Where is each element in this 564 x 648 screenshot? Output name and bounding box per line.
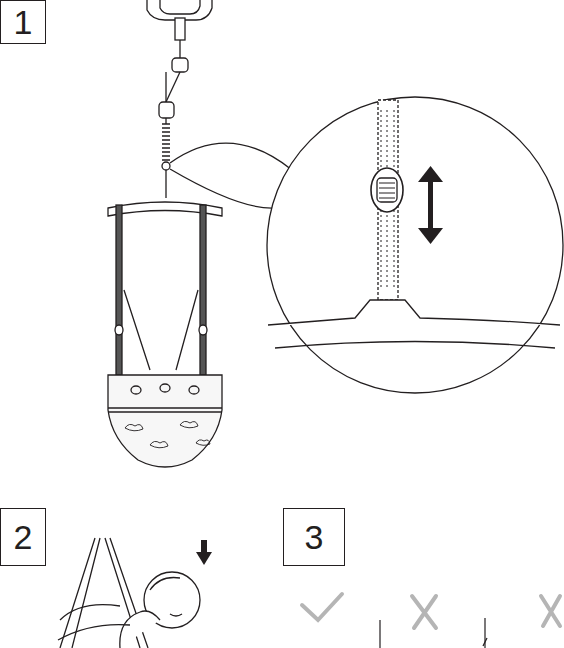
step-number-box: 3 — [283, 508, 345, 566]
callout-line — [170, 143, 292, 170]
seat-seam — [108, 411, 222, 412]
zoom-spot — [162, 162, 170, 170]
frame-plate-edge — [275, 342, 555, 349]
side-strap — [116, 205, 122, 375]
arrow-shaft — [428, 180, 433, 230]
strap — [165, 170, 166, 198]
step-number: 3 — [305, 520, 324, 554]
baby-shoulder — [120, 611, 160, 648]
step-number-box: 2 — [0, 508, 46, 566]
zoom-callout — [170, 97, 563, 393]
step3-marks — [302, 594, 560, 628]
link — [166, 72, 180, 102]
zoom-strap — [378, 100, 398, 300]
connector-oval — [159, 102, 174, 118]
buckle-bar — [377, 178, 397, 202]
clamp-buckle — [175, 18, 185, 40]
frame-plate — [268, 300, 560, 325]
strap-buckle — [199, 325, 207, 335]
check-mark — [302, 594, 342, 620]
baby-face — [150, 578, 182, 617]
spring — [162, 124, 170, 160]
step-number: 1 — [14, 5, 33, 39]
arrow-head — [418, 166, 443, 182]
top-strap — [179, 40, 180, 58]
arrow-head — [418, 228, 443, 244]
step-number-box: 1 — [0, 0, 46, 44]
zoom-circle — [267, 97, 563, 393]
double-arrow — [418, 166, 443, 244]
leg-hole — [131, 386, 141, 394]
cross-mark — [541, 596, 560, 626]
seat-seam — [108, 407, 222, 408]
jumper-overview — [108, 0, 222, 467]
connector-oval — [172, 58, 188, 72]
adjuster-buckle — [371, 168, 403, 212]
harness-edge — [58, 605, 130, 640]
side-strap — [200, 205, 206, 375]
cross-mark — [412, 596, 436, 628]
link — [165, 72, 166, 102]
buckle-stitch — [379, 183, 395, 198]
leg-hole — [189, 386, 199, 394]
step3-lines — [380, 618, 487, 648]
link — [165, 118, 166, 124]
divider — [379, 620, 380, 648]
callout-line — [170, 169, 275, 208]
arrow-shaft — [201, 540, 207, 552]
cloud-print — [125, 421, 210, 447]
strap-buckle — [115, 325, 123, 335]
step2-baby — [58, 538, 200, 648]
down-arrow — [196, 540, 212, 565]
door-clamp — [147, 0, 212, 20]
step-number: 2 — [14, 520, 33, 554]
inner-strap — [124, 290, 198, 370]
door-clamp-inner — [160, 0, 200, 14]
arrow-head — [196, 552, 212, 565]
seat — [108, 375, 222, 467]
tick — [483, 638, 487, 646]
leg-hole — [160, 384, 170, 392]
